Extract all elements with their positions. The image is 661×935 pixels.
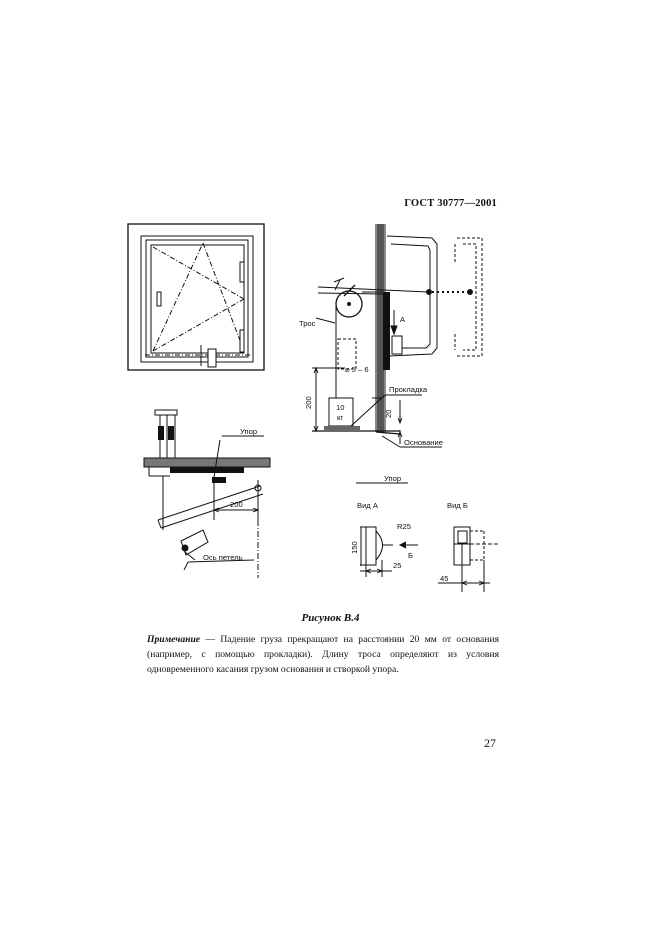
label-dim-25: 25 [393, 561, 401, 570]
label-upor-detail: Упор [384, 474, 401, 483]
stop-detail [356, 482, 498, 592]
plan-view [143, 409, 271, 578]
label-arrow-b: Б [408, 551, 413, 560]
label-diameter: ⌀ 5 – 6 [345, 365, 369, 374]
label-dim-150: 150 [350, 541, 359, 554]
label-vid-a: Вид А [357, 501, 379, 510]
label-vid-b: Вид Б [447, 501, 468, 510]
label-dim-45: 45 [440, 574, 448, 583]
document-header: ГОСТ 30777—2001 [404, 198, 497, 209]
label-os-petel: Ось петель [203, 553, 243, 562]
label-dim-200-vertical: 200 [304, 396, 313, 409]
label-prokladka: Прокладка [389, 385, 428, 394]
side-section [312, 224, 483, 448]
label-arrow-a: А [400, 315, 406, 324]
note-text: — Падение груза прекращают на расстоянии… [147, 634, 499, 676]
label-tros: Трос [299, 319, 316, 328]
label-weight-value: 10 [336, 403, 344, 412]
label-r25: R25 [397, 522, 411, 531]
figure-caption: Рисунок В.4 [301, 612, 360, 624]
label-dim-200-horizontal: 200 [230, 500, 243, 509]
page-number: 27 [484, 736, 496, 750]
note-paragraph: Примечание — Падение груза прекращают на… [147, 632, 499, 678]
label-upor: Упор [240, 427, 257, 436]
label-osnovanie: Основание [404, 438, 443, 447]
window-elevation [127, 223, 265, 371]
note-label: Примечание [147, 634, 201, 645]
label-weight-unit: кг [337, 413, 343, 422]
label-dim-20: 20 [384, 410, 393, 418]
